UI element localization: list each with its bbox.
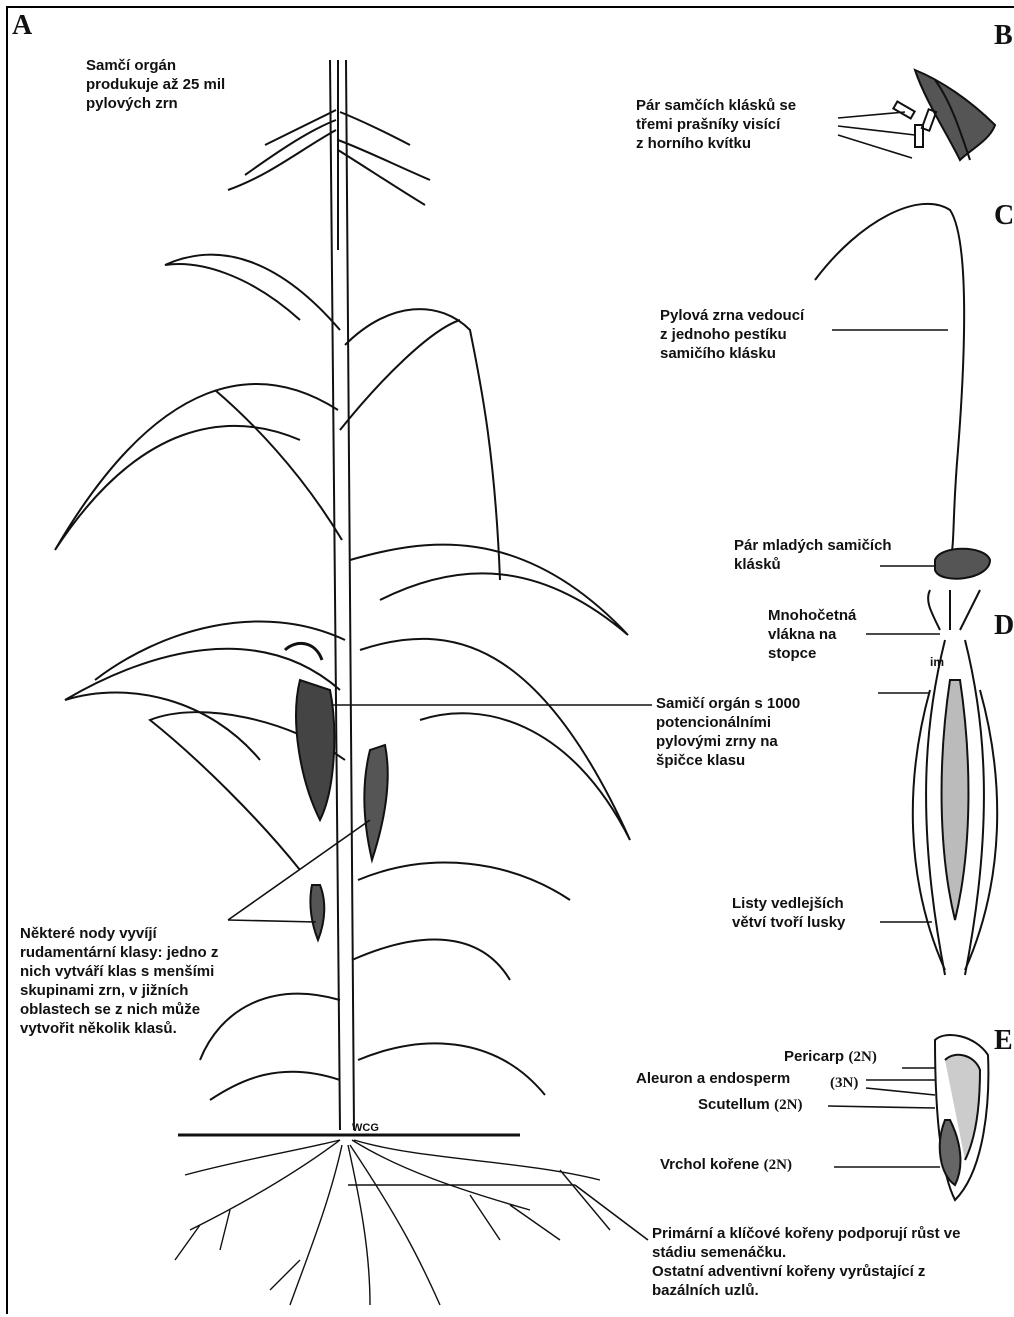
label-male-organ: Samčí orgán produkuje až 25 mil pylových… <box>86 56 225 113</box>
kernel-aleurone-ploidy-row: (3N) <box>830 1074 858 1092</box>
kernel-aleurone-label: Aleuron a endosperm <box>636 1070 790 1087</box>
label-female-organ: Samičí orgán s 1000 potencionálními pylo… <box>656 694 800 770</box>
artist-mark: WCG <box>352 1122 379 1134</box>
ear-cross-section <box>913 590 997 975</box>
im-mark: im <box>930 655 944 669</box>
kernel-pericarp-row: Pericarp (2N) <box>784 1048 877 1066</box>
kernel-pericarp-ploidy: (2N) <box>849 1049 877 1065</box>
kernel-pericarp-label: Pericarp <box>784 1048 844 1065</box>
small-ear <box>310 885 324 940</box>
kernel-scutellum-row: Scutellum (2N) <box>698 1096 802 1114</box>
tassel <box>228 60 430 250</box>
panel-letter-b: B <box>994 20 1013 52</box>
label-nodes: Některé nody vyvíjí rudamentární klasy: … <box>20 924 218 1038</box>
label-silks: Mnohočetná vlákna na stopce <box>768 606 856 663</box>
label-pollen-tube: Pylová zrna vedoucí z jednoho pestíku sa… <box>660 306 804 363</box>
second-ear <box>364 745 387 860</box>
male-spikelet-drawing <box>893 70 995 160</box>
kernel-section <box>935 1035 988 1200</box>
young-female-spikelets <box>935 549 990 579</box>
panel-letter-a: A <box>12 10 32 42</box>
label-husks: Listy vedlejších větví tvoří lusky <box>732 894 845 932</box>
kernel-root-tip-row: Vrchol kořene (2N) <box>660 1156 792 1174</box>
kernel-root-tip-ploidy: (2N) <box>764 1157 792 1173</box>
stalk <box>330 60 354 1130</box>
kernel-aleurone-ploidy: (3N) <box>830 1075 858 1091</box>
panel-letter-d: D <box>994 610 1014 642</box>
label-young-female: Pár mladých samičích klásků <box>734 536 892 574</box>
silk-strand <box>815 204 964 560</box>
panel-letter-e: E <box>994 1025 1013 1057</box>
kernel-root-tip-label: Vrchol kořene <box>660 1156 759 1173</box>
kernel-scutellum-ploidy: (2N) <box>774 1097 802 1113</box>
panel-letter-c: C <box>994 200 1014 232</box>
label-male-spikelets: Pár samčích klásků se třemi prašníky vis… <box>636 96 796 153</box>
upper-ear-silk <box>285 643 322 660</box>
roots <box>175 1140 610 1305</box>
kernel-aleurone-row: Aleuron a endosperm <box>636 1070 790 1088</box>
label-roots: Primární a klíčové kořeny podporují růst… <box>652 1224 960 1300</box>
main-ear <box>296 680 334 820</box>
kernel-scutellum-label: Scutellum <box>698 1096 770 1113</box>
